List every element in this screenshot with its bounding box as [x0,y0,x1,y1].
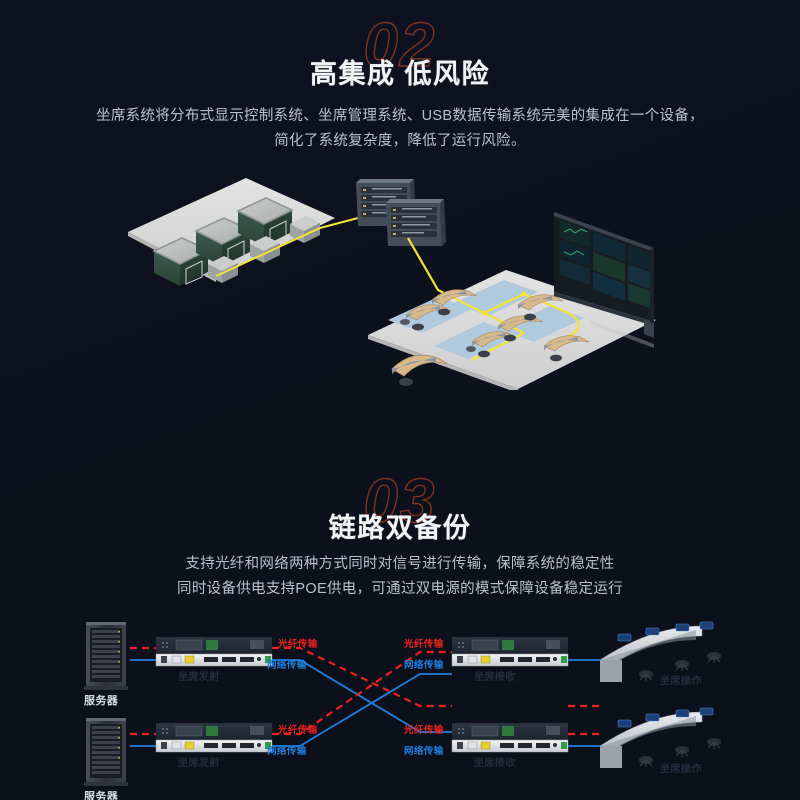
carpet-tile [500,306,584,342]
operator-desk [517,294,564,321]
section-02-subtitle-line-1: 坐席系统将分布式显示控制系统、坐席管理系统、USB数据传输系统完美的集成在一个设… [96,108,704,124]
operator-console [599,707,721,768]
transmitter-ghost-label-row-1: 坐席发射 [178,672,220,683]
fiber-link-line [130,646,452,708]
fiber-cable [215,217,359,277]
cable-node [481,310,487,316]
illustration-svg [128,178,656,390]
fiber-label-right-row-2: 光纤传输 [404,725,444,736]
operator-desk [466,331,518,358]
fiber-label-left-row-2: 光纤传输 [278,725,318,736]
fiber-label-left-row-1: 光纤传输 [278,639,318,650]
topology-row-1 [84,621,721,733]
server-cabinet [236,197,294,246]
network-label-right-row-1: 网络传输 [404,660,444,671]
server-cabinet-group [152,197,294,286]
operator-desk [543,335,590,362]
section-02-subtitle-line-2: 简化了系统复杂度，降低了运行风险。 [274,133,526,149]
section-high-integration: 02 高集成 低风险 坐席系统将分布式显示控制系统、坐席管理系统、USB数据传输… [0,10,800,390]
network-label-left-row-1: 网络传输 [267,660,307,671]
seat-transmitter-device [155,723,273,753]
section-03-subtitle-line-2: 同时设备供电支持POE供电，可通过双电源的模式保障设备稳定运行 [177,581,623,597]
network-label-left-row-2: 网络传输 [267,746,307,757]
server-label-row-1: 服务器 [84,695,119,707]
network-link-line [130,673,452,747]
operator-desk [400,304,452,331]
topology-svg [84,621,721,786]
seat-transmitter-device [155,637,273,667]
isometric-control-room-illustration [120,170,690,390]
topology-row-2 [84,650,721,786]
operator-console [599,621,721,682]
console-ghost-label-row-2: 坐席操作 [660,764,702,775]
dual-link-topology-diagram: 服务器 坐席发射 坐席接收 坐席操作 光纤传输 网络传输 光纤传输 网络传输 服… [0,610,800,800]
console-ghost-label-row-1: 坐席操作 [660,676,702,687]
patch-panel-stack [290,216,320,243]
section-03-subtitle-line-1: 支持光纤和网络两种方式同时对信号进行传输，保障系统的稳定性 [185,556,615,572]
receiver-ghost-label-row-1: 坐席接收 [474,672,516,683]
seat-receiver-device [451,723,569,753]
transmitter-ghost-label-row-2: 坐席发射 [178,758,220,769]
server-rack [84,718,128,786]
section-03-title: 链路双备份 [328,513,472,543]
server-label-row-2: 服务器 [84,791,119,800]
operator-desk-group [391,289,590,386]
carpet-tile [388,297,472,333]
carpet-tile-group [388,280,584,359]
operator-desk [391,354,449,386]
network-label-right-row-2: 网络传输 [404,746,444,757]
patch-panel-stack-group [208,216,320,283]
server-rack [84,622,128,690]
section-02-subtitle: 坐席系统将分布式显示控制系统、坐席管理系统、USB数据传输系统完美的集成在一个设… [0,104,800,154]
carpet-tile [454,280,538,316]
network-link-line [130,659,452,733]
section-02-title: 高集成 低风险 [309,59,490,89]
screen-graph [563,228,588,256]
seat-receiver-device [451,637,569,667]
operator-desk [431,289,478,316]
fiber-link-line [130,650,452,736]
network-chassis-2 [386,199,446,246]
section-03-subtitle: 支持光纤和网络两种方式同时对信号进行传输，保障系统的稳定性 同时设备供电支持PO… [0,552,800,602]
video-wall [554,212,654,348]
cable-node [521,291,527,297]
fiber-label-right-row-1: 光纤传输 [404,639,444,650]
receiver-ghost-label-row-2: 坐席接收 [474,758,516,769]
